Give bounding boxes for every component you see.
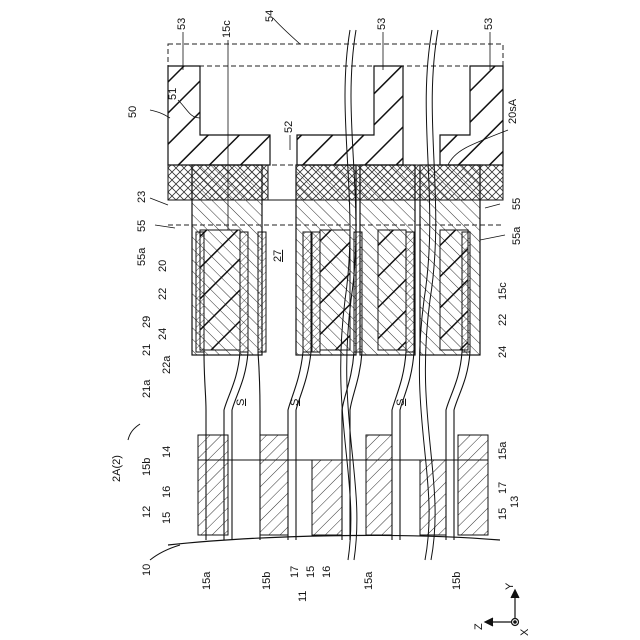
- label-22-right: 22: [498, 314, 509, 326]
- label-15-right: 15: [498, 508, 509, 520]
- label-53-left: 53: [177, 18, 188, 30]
- label-S-3: S: [396, 399, 407, 406]
- label-15a-bottom-2: 15a: [364, 572, 375, 590]
- label-55a-right: 55a: [512, 227, 523, 245]
- label-16-left: 16: [162, 486, 173, 498]
- axis-label-x: X: [520, 629, 531, 636]
- axis-label-z: Z: [474, 623, 485, 630]
- label-15b-left: 15b: [142, 458, 153, 476]
- label-24-right: 24: [498, 346, 509, 358]
- label-13: 13: [510, 496, 521, 508]
- label-24-left: 24: [158, 328, 169, 340]
- label-21: 21: [142, 344, 153, 356]
- label-51: 51: [168, 88, 179, 100]
- label-10: 10: [142, 564, 153, 576]
- label-16-bottom: 16: [322, 566, 333, 578]
- label-53-mid: 53: [377, 18, 388, 30]
- layer-22-columns: [192, 165, 480, 355]
- label-27: 27: [273, 250, 284, 262]
- label-29: 29: [142, 316, 153, 328]
- label-23: 23: [137, 191, 148, 203]
- label-53-right: 53: [484, 18, 495, 30]
- boundary-54: [168, 44, 503, 66]
- label-15b-bottom-2: 15b: [452, 572, 463, 590]
- label-17-right: 17: [498, 482, 509, 494]
- label-2A: 2A(2): [112, 455, 123, 482]
- label-12: 12: [142, 506, 153, 518]
- label-55a-left: 55a: [137, 248, 148, 266]
- label-22-left: 22: [158, 288, 169, 300]
- label-15b-bottom-1: 15b: [262, 572, 273, 590]
- label-50: 50: [128, 106, 139, 118]
- label-22a: 22a: [162, 356, 173, 374]
- label-52: 52: [284, 121, 295, 133]
- label-54: 54: [265, 10, 276, 22]
- label-15-left: 15: [162, 512, 173, 524]
- label-15c-top: 15c: [222, 20, 233, 38]
- label-15a-bottom-1: 15a: [202, 572, 213, 590]
- block-50: [168, 66, 503, 165]
- arrow-2a: [128, 424, 140, 440]
- label-15a-right: 15a: [498, 442, 509, 460]
- label-S-2: S: [290, 399, 301, 406]
- label-21a: 21a: [142, 380, 153, 398]
- label-55-right: 55: [512, 198, 523, 210]
- label-15-bottom: 15: [306, 566, 317, 578]
- label-55-left: 55: [137, 220, 148, 232]
- label-20sA: 20sA: [508, 99, 519, 124]
- coordinate-axes: [485, 590, 519, 626]
- label-15c-right: 15c: [498, 282, 509, 300]
- label-S-1: S: [236, 399, 247, 406]
- arrow-10: [150, 545, 180, 560]
- label-17-bottom: 17: [290, 566, 301, 578]
- axis-label-y: Y: [505, 583, 516, 590]
- label-14: 14: [162, 446, 173, 458]
- lower-stack-10: [168, 435, 500, 545]
- label-20: 20: [158, 260, 169, 272]
- label-11: 11: [298, 591, 309, 602]
